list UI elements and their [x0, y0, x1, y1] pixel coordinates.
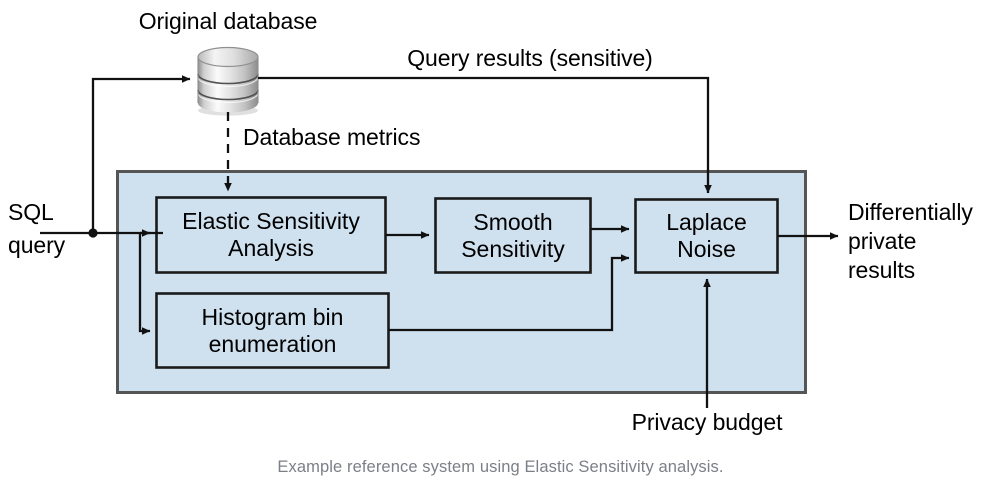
histogram-bin-line2: enumeration	[208, 330, 337, 357]
database-metrics-label: Database metrics	[243, 124, 421, 150]
smooth-sensitivity-line1: Smooth	[473, 208, 553, 235]
output-label-line1: Differentially	[848, 199, 973, 225]
privacy-budget-label: Privacy budget	[631, 409, 783, 435]
elastic-sensitivity-line1: Elastic Sensitivity	[182, 208, 360, 234]
smooth-sensitivity-box[interactable]	[434, 197, 592, 274]
elastic-sensitivity-box[interactable]	[155, 196, 387, 274]
database-label: Original database	[138, 8, 318, 34]
query-results-label: Query results (sensitive)	[407, 45, 653, 71]
elastic-sensitivity-line2: Analysis	[228, 235, 314, 261]
sql-query-label-line2: query	[8, 232, 66, 258]
sql-query-label-line1: SQL	[8, 199, 54, 225]
elastic-sensitivity-label: Elastic Sensitivity Analysis	[156, 197, 386, 273]
output-label-line3: results	[848, 257, 916, 283]
edge-query-to-database	[91, 75, 191, 233]
edge-histogram-to-laplace	[389, 254, 630, 332]
laplace-noise-box[interactable]	[634, 198, 779, 274]
histogram-bin-box[interactable]	[155, 292, 390, 369]
edge-query-results-sensitive	[258, 76, 712, 194]
edge-query-branch-down	[138, 233, 151, 335]
smooth-sensitivity-line2: Sensitivity	[461, 235, 565, 262]
output-label-line2: private	[848, 228, 917, 254]
laplace-noise-label: Laplace Noise	[635, 199, 778, 273]
histogram-bin-label: Histogram bin enumeration	[156, 293, 389, 368]
figure-caption: Example reference system using Elastic S…	[277, 458, 724, 476]
database-cylinder-icon	[197, 46, 259, 116]
laplace-noise-line1: Laplace	[666, 209, 747, 235]
smooth-sensitivity-label: Smooth Sensitivity	[435, 198, 591, 273]
laplace-noise-line2: Noise	[677, 236, 736, 262]
histogram-bin-line1: Histogram bin	[201, 303, 344, 330]
